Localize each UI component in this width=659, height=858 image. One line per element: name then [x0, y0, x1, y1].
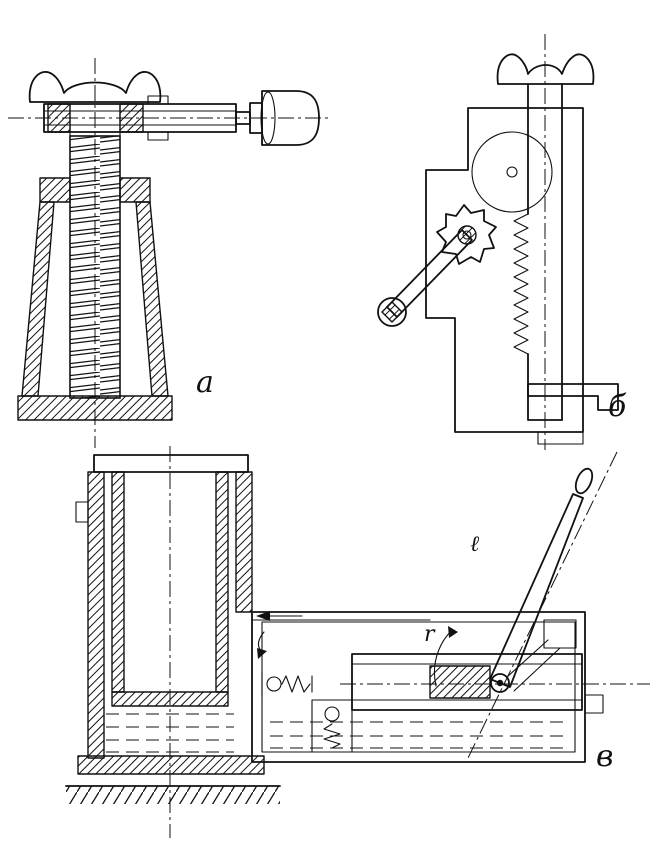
pump-body-outer — [251, 611, 586, 763]
hydraulic-jack-figure — [65, 446, 650, 838]
ratchet-shaft — [457, 225, 477, 245]
cylinder-flange — [75, 501, 89, 523]
pivot-links — [506, 639, 561, 692]
cylinder-wall-left — [87, 471, 105, 759]
saddle-cup — [28, 71, 162, 103]
oil-flow-arrow-curved — [257, 631, 267, 659]
reservoir-oil-level-dashes — [270, 721, 568, 749]
rack-housing-foot — [537, 431, 584, 445]
ram-wall-left — [111, 471, 125, 693]
ram-bottom-plug — [111, 691, 229, 707]
handle-clamp-bottom — [147, 131, 169, 141]
pump-cylinder — [351, 653, 583, 711]
caption-hydraulic-jack: в — [596, 739, 614, 774]
gear-disc-hub — [506, 166, 518, 178]
cylinder-base-slab — [77, 755, 265, 775]
delivery-check-valve — [261, 671, 313, 697]
pivot-bracket — [543, 619, 577, 649]
rack-jack-figure — [377, 34, 619, 450]
housing-flange-right — [119, 177, 151, 203]
handle-clamp-top — [147, 95, 169, 105]
lever-grip — [574, 467, 594, 495]
cylinder-wall-right — [235, 471, 253, 613]
screw-jack-figure — [8, 58, 330, 448]
oil-flow-arrow-left — [256, 611, 303, 621]
ratchet-shaft-hole — [462, 230, 472, 240]
suction-valve-chamber — [311, 699, 353, 753]
body-foot — [584, 694, 604, 714]
ratchet-wheel — [436, 204, 497, 265]
lever-pivot-pin — [490, 673, 510, 693]
rack-teeth — [513, 213, 529, 355]
ground-hatch — [66, 786, 280, 804]
caption-rack-jack: б — [608, 389, 627, 424]
housing-base — [17, 395, 173, 421]
lever-arm — [489, 493, 584, 688]
suction-valve-spring — [323, 723, 341, 749]
lever-length-label: ℓ — [470, 532, 480, 557]
screw-thread — [69, 135, 121, 399]
housing-flange-left — [39, 177, 71, 203]
suction-valve-ball — [324, 706, 340, 722]
delivery-valve-spring — [281, 675, 311, 693]
ram-top-cap — [93, 454, 249, 473]
handle-knob-round-line — [260, 91, 276, 145]
rack-housing — [425, 107, 584, 433]
handle-hub-hatch-left — [47, 103, 71, 133]
housing-wall-left — [21, 201, 55, 397]
ram-wall-right — [215, 471, 229, 693]
lever-rotation-arc — [433, 626, 458, 687]
cylinder-oil-level-dashes — [106, 713, 234, 753]
pivot-radius-label: r — [424, 622, 435, 647]
pump-piston — [429, 665, 491, 699]
crank-arm — [386, 229, 473, 318]
crank-socket — [381, 301, 403, 323]
screw-top-edges — [69, 103, 121, 137]
handle-knob — [261, 90, 320, 146]
delivery-valve-ball — [266, 676, 282, 692]
housing-wall-right — [135, 201, 169, 397]
handle-hub-hatch-right — [119, 103, 144, 133]
suction-check-valve — [311, 699, 353, 753]
gear-disc — [471, 131, 553, 213]
crank-boss — [377, 297, 407, 327]
lifting-claw — [527, 383, 619, 411]
rack-saddle-cup — [496, 53, 595, 85]
caption-screw-jack: а — [196, 365, 214, 400]
